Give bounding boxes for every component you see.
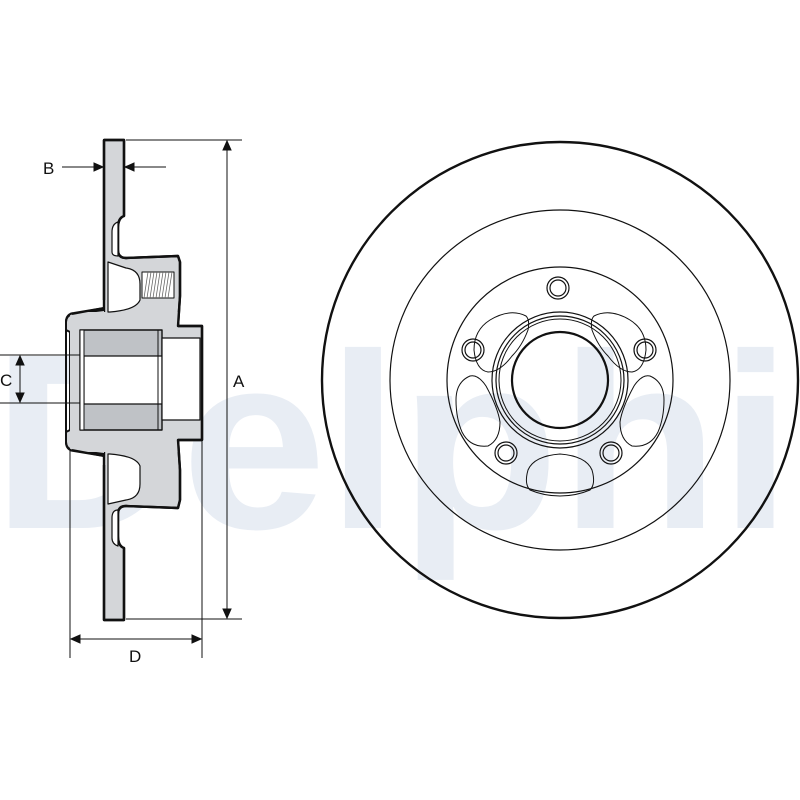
cooling-pockets — [455, 312, 665, 497]
dimension-label-b: B — [43, 159, 54, 178]
thread-hatching — [143, 271, 173, 299]
center-bore — [510, 330, 610, 430]
hub-flange-edge — [446, 266, 674, 494]
front-view — [320, 140, 800, 620]
disc-outer-edge — [320, 140, 800, 620]
dimension-label-d: D — [129, 647, 141, 666]
bolt-holes — [461, 276, 657, 465]
dimension-label-c: C — [0, 371, 12, 390]
friction-ring-inner-edge — [389, 209, 731, 551]
dimension-label-a: A — [233, 372, 245, 391]
dimension-lines — [0, 139, 242, 658]
